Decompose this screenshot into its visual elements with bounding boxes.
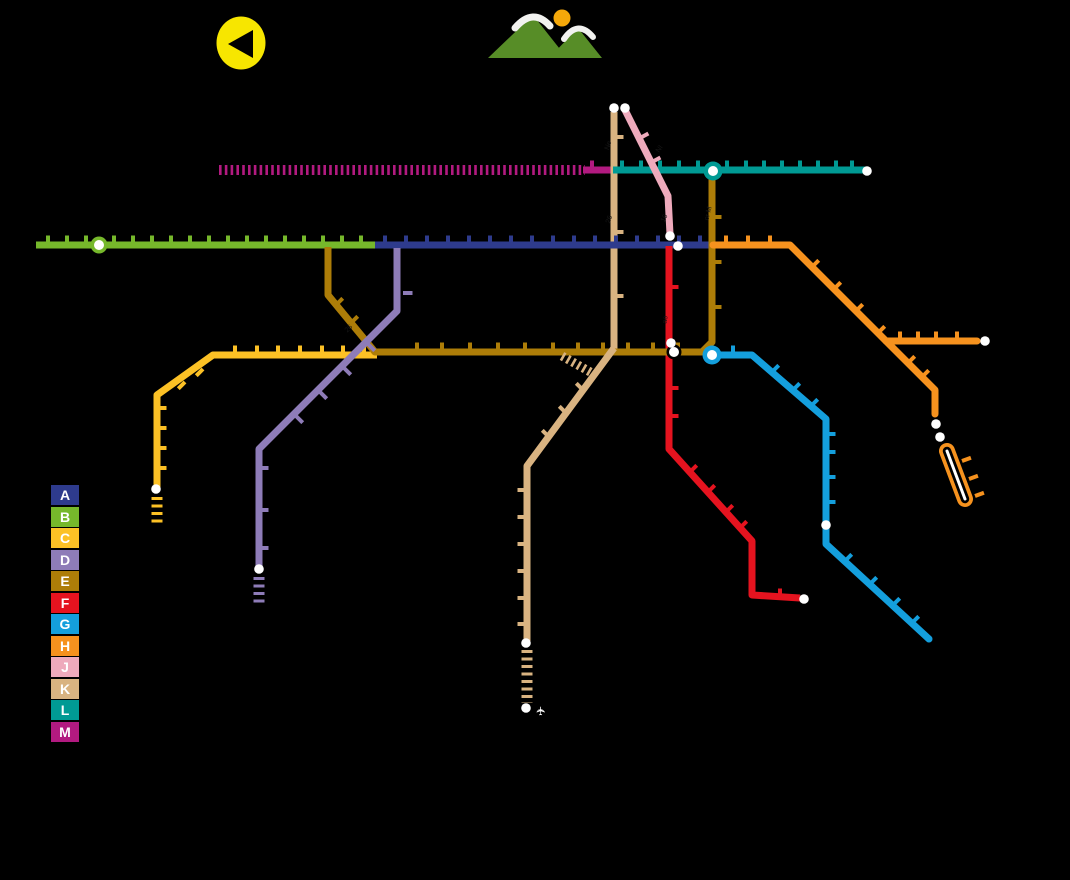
legend-item-L[interactable]: L [51,700,79,720]
legend-item-D[interactable]: D [51,549,79,570]
line-segment [559,352,595,377]
legend-item-H[interactable]: H [51,635,79,656]
station-label-fragment: 26 [344,324,355,335]
line-segment [709,241,939,418]
interchange-station[interactable] [703,161,723,181]
interchange-station[interactable] [90,236,108,254]
line-segment [255,248,401,567]
station-dot[interactable] [609,103,619,113]
line-H[interactable] [709,235,981,418]
station-tick [194,367,205,378]
station-tick [342,366,353,377]
stations-layer [90,103,990,713]
station-dot[interactable] [931,419,941,429]
back-arrow-icon [228,30,253,58]
station-dot [707,350,717,360]
legend-item-F[interactable]: F [51,592,79,613]
station-tick [968,473,979,481]
line-segment [153,351,377,489]
line-segment [523,345,617,641]
station-dot[interactable] [666,338,676,348]
line-K-lower[interactable] [517,345,617,703]
line-M[interactable] [219,160,617,175]
snow-cap [561,25,596,42]
station-label-fragment: 16 [660,213,670,223]
interchange-station[interactable] [702,345,722,365]
station-dot [669,347,679,357]
line-C[interactable] [151,345,377,527]
terminal-loop-shape [945,449,967,501]
station-dot[interactable] [673,241,683,251]
station-dot[interactable] [665,231,675,241]
legend-item-J[interactable]: J [51,657,79,677]
back-button[interactable] [216,16,266,70]
station-tick [366,342,377,353]
mountain-peak [549,28,602,58]
line-segment [621,108,674,235]
airport-icon: ✈ [534,706,548,716]
station-dot[interactable] [620,103,630,113]
line-segment [709,351,933,643]
legend-item-B[interactable]: B [51,506,79,527]
station-dot[interactable] [862,166,872,176]
station-label-fragment: Ne [604,140,613,151]
line-B[interactable] [36,235,377,249]
legend-item-M[interactable]: M [51,721,79,742]
station-dot[interactable] [821,520,831,530]
sun-icon [553,9,571,27]
station-tick [318,390,329,401]
station-dot[interactable] [935,432,945,442]
line-segment [665,246,801,602]
line-K-upper[interactable] [610,112,624,350]
line-D[interactable] [253,248,413,603]
station-dot[interactable] [521,638,531,648]
legend-item-E[interactable]: E [51,571,79,591]
interchange-station[interactable] [666,344,682,360]
station-dot [708,166,718,176]
line-A[interactable] [375,235,713,249]
line-segment [371,175,716,356]
station-tick [294,414,305,425]
station-tick [176,380,187,391]
station-dot[interactable] [980,336,990,346]
station-tick [974,490,985,498]
station-label-fragment: or M [703,206,713,221]
station-label-fragment: ao [661,315,669,324]
station-tick [961,455,972,463]
line-G[interactable] [709,345,933,643]
line-E[interactable] [324,175,722,356]
legend-item-G[interactable]: G [51,614,79,634]
mountain-logo [488,9,602,58]
line-segment [324,247,378,355]
station-dot[interactable] [521,703,531,713]
station-label-fragment: NI [655,144,665,154]
station-dot[interactable] [151,484,161,494]
legend-item-C[interactable]: C [51,528,79,548]
legend-item-A[interactable]: A [51,485,79,505]
mountain-peak [488,15,567,58]
station-dot [94,240,104,250]
station-dot[interactable] [799,594,809,604]
station-label-fragment: 26 [605,215,614,225]
terminal-loop-H[interactable] [939,443,985,507]
station-dot[interactable] [254,564,264,574]
line-F[interactable] [665,246,801,602]
snow-cap [511,13,554,32]
line-J[interactable] [621,108,674,235]
legend-item-K[interactable]: K [51,678,79,699]
